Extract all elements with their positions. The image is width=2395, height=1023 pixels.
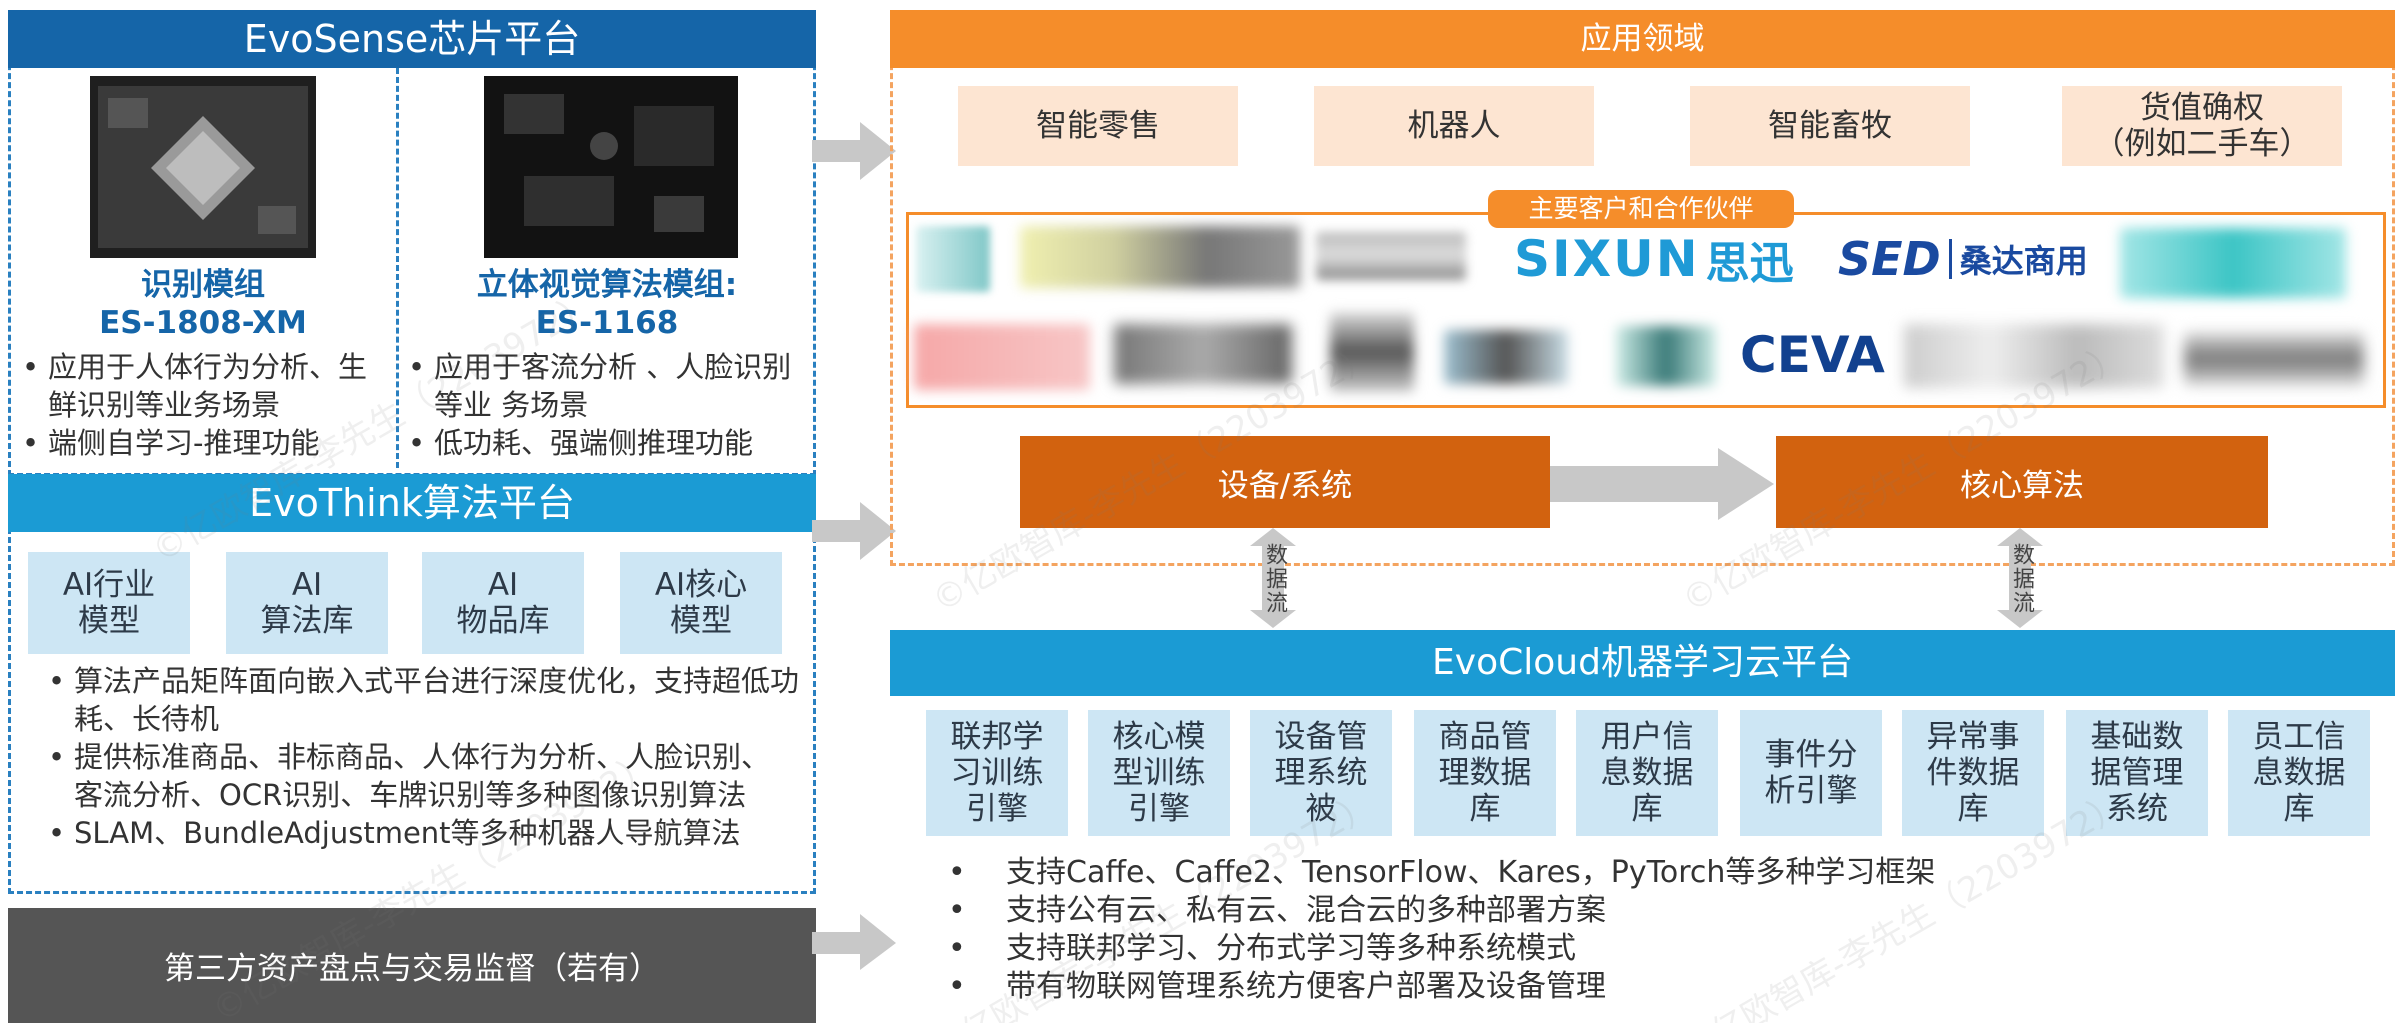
arrow-thirdparty [812,914,896,970]
cloud-box-anomaly-database: 异常事 件数据 库 [1902,710,2044,836]
device-system-label: 设备/系统 [1217,467,1353,504]
arrow-evothink [812,502,896,560]
cloud-box-event-analysis: 事件分 析引擎 [1740,710,1882,836]
evocloud-bullet: 带有物联网管理系统方便客户部署及设备管理 [940,968,2380,1006]
sixun-cn: 思迅 [1705,238,1794,289]
chip-1168-graphic [484,76,738,258]
partner-logo-blurred [914,324,1090,390]
cloud-box-staff-database: 员工信 息数据 库 [2228,710,2370,836]
partner-logo-blurred [2184,332,2364,386]
partner-logo-sixun: SIXUN 思迅 [1514,226,1814,292]
area-smart-livestock: 智能畜牧 [1690,86,1970,166]
evocloud-bullets: 支持Caffe、Caffe2、TensorFlow、Kares，PyTorch等… [940,854,2380,1006]
application-title: 应用领域 [890,10,2395,68]
module-1168-bullet: 应用于客流分析 、人脸识别等业 务场景 [400,348,810,424]
evothink-bullet: 算法产品矩阵面向嵌入式平台进行深度优化，支持超低功耗、长待机 [40,662,800,738]
evocloud-bullet: 支持Caffe、Caffe2、TensorFlow、Kares，PyTorch等… [940,854,2380,892]
cloud-box-base-data-management: 基础数 据管理 系统 [2066,710,2208,836]
partner-logo-blurred [1616,326,1716,386]
evothink-box-item-library: AI 物品库 [422,552,584,654]
evosense-divider [396,68,399,468]
evothink-box-algorithm-library: AI 算法库 [226,552,388,654]
partners-title: 主要客户和合作伙伴 [1488,190,1794,228]
module-1808-bullet: 端侧自学习-推理功能 [14,424,394,462]
module-1168-bullets: 应用于客流分析 、人脸识别等业 务场景 低功耗、强端侧推理功能 [400,348,810,462]
evocloud-bullet: 支持公有云、私有云、混合云的多种部署方案 [940,892,2380,930]
third-party-bar: 第三方资产盘点与交易监督（若有） [8,908,816,1023]
partner-logo-blurred [1904,324,2164,388]
device-system-box: 设备/系统 [1020,436,1550,528]
module-1808-name-line2: ES-1808-XM [99,305,307,341]
connector-arrows [812,122,896,970]
module-1808-bullet: 应用于人体行为分析、生鲜识别等业务场景 [14,348,394,424]
sed-en: SED [1838,232,1941,286]
module-1168-bullet: 低功耗、强端侧推理功能 [400,424,810,462]
sed-divider [1948,239,1952,279]
module-1808-name: 识别模组 ES-1808-XM [10,266,396,342]
evothink-title: EvoThink算法平台 [8,474,816,532]
third-party-label: 第三方资产盘点与交易监督（若有） [164,951,660,987]
module-1808-bullets: 应用于人体行为分析、生鲜识别等业务场景 端侧自学习-推理功能 [14,348,394,462]
evothink-bullets: 算法产品矩阵面向嵌入式平台进行深度优化，支持超低功耗、长待机 提供标准商品、非标… [40,662,800,852]
evosense-title: EvoSense芯片平台 [8,10,816,68]
core-algorithm-label: 核心算法 [1960,467,2084,504]
area-robot: 机器人 [1314,86,1594,166]
chip-1808-graphic [90,76,316,258]
partner-logo-sed: SED 桑达商用 [1838,226,2108,292]
arrow-evosense [812,122,896,180]
cloud-box-device-management: 设备管 理系统 被 [1250,710,1392,836]
area-asset-valuation: 货值确权 （例如二手车） [2062,86,2342,166]
area-smart-retail: 智能零售 [958,86,1238,166]
partner-logo-blurred [1316,232,1466,280]
partner-logo-ceva: CEVA [1740,326,1885,384]
evothink-bullet: 提供标准商品、非标商品、人体行为分析、人脸识别、 客流分析、OCR识别、车牌识别… [40,738,800,814]
module-1168-name-line1: 立体视觉算法模组: [476,267,738,303]
cloud-box-product-database: 商品管 理数据 库 [1414,710,1556,836]
module-1808-name-line1: 识别模组 [141,267,265,303]
module-1168-name: 立体视觉算法模组: ES-1168 [400,266,814,342]
dataflow-arrow-right [1997,528,2043,628]
evocloud-bullet: 支持联邦学习、分布式学习等多种系统模式 [940,930,2380,968]
sed-cn: 桑达商用 [1959,242,2088,280]
partner-logo-blurred [1444,330,1568,384]
chip-module-image-1808 [90,76,316,258]
dataflow-label-left: 数据流 [1262,543,1287,615]
partner-logo-blurred [1020,226,1300,288]
evothink-bullet: SLAM、BundleAdjustment等多种机器人导航算法 [40,814,800,852]
module-1168-name-line2: ES-1168 [535,305,679,341]
evothink-box-core-model: AI核心 模型 [620,552,782,654]
dataflow-arrow-left [1250,528,1296,628]
sixun-en: SIXUN [1514,230,1700,288]
device-to-core-arrow [1550,448,1774,520]
partner-logo-blurred [916,226,990,292]
cloud-box-user-database: 用户信 息数据 库 [1576,710,1718,836]
partner-logo-blurred [2120,228,2346,298]
partner-logo-blurred [1114,324,1292,384]
dataflow-label-right: 数据流 [2009,543,2034,615]
cloud-box-core-model-training: 核心模 型训练 引擎 [1088,710,1230,836]
chip-module-image-1168 [484,76,738,258]
core-algorithm-box: 核心算法 [1776,436,2268,528]
evocloud-title: EvoCloud机器学习云平台 [890,630,2395,696]
evothink-box-industry-model: AI行业 模型 [28,552,190,654]
cloud-box-federated-training: 联邦学 习训练 引擎 [926,710,1068,836]
partner-logo-blurred [1330,312,1414,392]
